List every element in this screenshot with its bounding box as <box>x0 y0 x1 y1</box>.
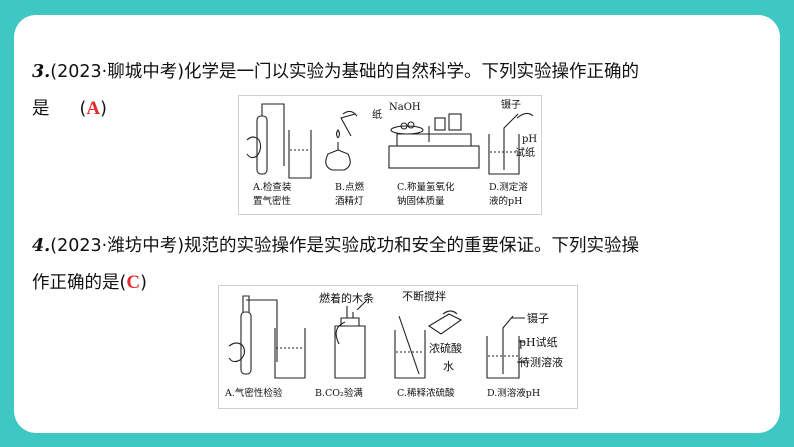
caption-c-1: C.称量氢氧化 <box>397 181 455 193</box>
question-4-stem: 规范的实验操作是实验成功和安全的重要保证。下列实验操 <box>184 236 640 256</box>
caption-4a: A.气密性检验 <box>224 387 283 399</box>
caption-4b: B.CO₂验满 <box>315 387 363 399</box>
caption-b-1: B.点燃 <box>335 181 365 193</box>
apparatus-4b-co2-check <box>334 299 368 379</box>
question-4-number: 4. <box>32 236 51 256</box>
question-4-line2: 作正确的是(C) <box>32 268 147 298</box>
caption-4c: C.稀释浓硫酸 <box>397 387 455 399</box>
slide-card: 3.(2023·聊城中考)化学是一门以实验为基础的自然科学。下列实验操作正确的 … <box>14 15 780 433</box>
apparatus-4a-airtight <box>228 295 306 379</box>
question-3-number: 3. <box>32 62 51 82</box>
label-test-paper: 试纸 <box>515 146 535 159</box>
caption-d-2: 液的pH <box>489 195 522 207</box>
question-3-line2: 是 (A) <box>32 94 107 124</box>
question-4-stem-end: 作正确的是 <box>32 273 120 293</box>
label-ph: pH <box>522 134 537 145</box>
question-3-figure: 纸 NaOH 镊子 pH 试纸 A.检查装 置气密性 B.点燃 酒精灯 C.称量… <box>238 95 542 215</box>
question-4-source: (2023·潍坊中考) <box>50 236 185 256</box>
label-solution: 待测溶液 <box>519 355 563 369</box>
question-4-paren-open: ( <box>119 273 127 293</box>
caption-c-2: 钠固体质量 <box>397 195 445 207</box>
question-3-stem-end: 是 <box>32 99 50 119</box>
apparatus-a-airtight <box>246 103 312 179</box>
question-3-stem: 化学是一门以实验为基础的自然科学。下列实验操作正确的 <box>184 62 640 82</box>
apparatus-4c-dilute-acid <box>394 310 463 379</box>
apparatus-b-alcohol-lamp <box>325 110 358 171</box>
question-3-paren-close: ) <box>100 99 107 119</box>
caption-d-1: D.测定溶 <box>489 181 528 193</box>
question-3-paren-open: ( <box>79 99 87 119</box>
label-stir: 不断搅拌 <box>402 289 446 303</box>
question-4-figure: 燃着的木条 不断搅拌 浓硫酸 水 镊子 pH试纸 待测溶液 <box>218 285 578 409</box>
label-conc-acid: 浓硫酸 <box>429 341 462 355</box>
question-4-line1: 4.(2023·潍坊中考)规范的实验操作是实验成功和安全的重要保证。下列实验操 <box>32 231 639 261</box>
question-4-paren-close: ) <box>140 273 147 293</box>
label-burning-stick: 燃着的木条 <box>319 291 374 305</box>
label-naoh: NaOH <box>389 102 421 113</box>
caption-a-2: 置气密性 <box>253 195 292 207</box>
apparatus-4d-ph-test <box>486 315 525 379</box>
label-tweezers: 镊子 <box>501 99 521 111</box>
label-water: 水 <box>443 360 454 373</box>
caption-4d: D.测溶液pH <box>487 387 540 399</box>
caption-a-1: A.检查装 <box>252 181 292 193</box>
apparatus-c-balance <box>388 113 480 169</box>
question-3-source: (2023·聊城中考) <box>50 62 185 82</box>
label-ph-paper: pH试纸 <box>519 336 558 349</box>
question-4-answer: C <box>126 272 141 293</box>
caption-b-2: 酒精灯 <box>335 195 364 207</box>
question-3-line1: 3.(2023·聊城中考)化学是一门以实验为基础的自然科学。下列实验操作正确的 <box>32 57 639 87</box>
label-paper: 纸 <box>372 108 382 121</box>
apparatus-d-ph-test <box>488 112 534 175</box>
label-tweezers-4: 镊子 <box>527 312 549 325</box>
question-3-answer: A <box>86 98 101 119</box>
